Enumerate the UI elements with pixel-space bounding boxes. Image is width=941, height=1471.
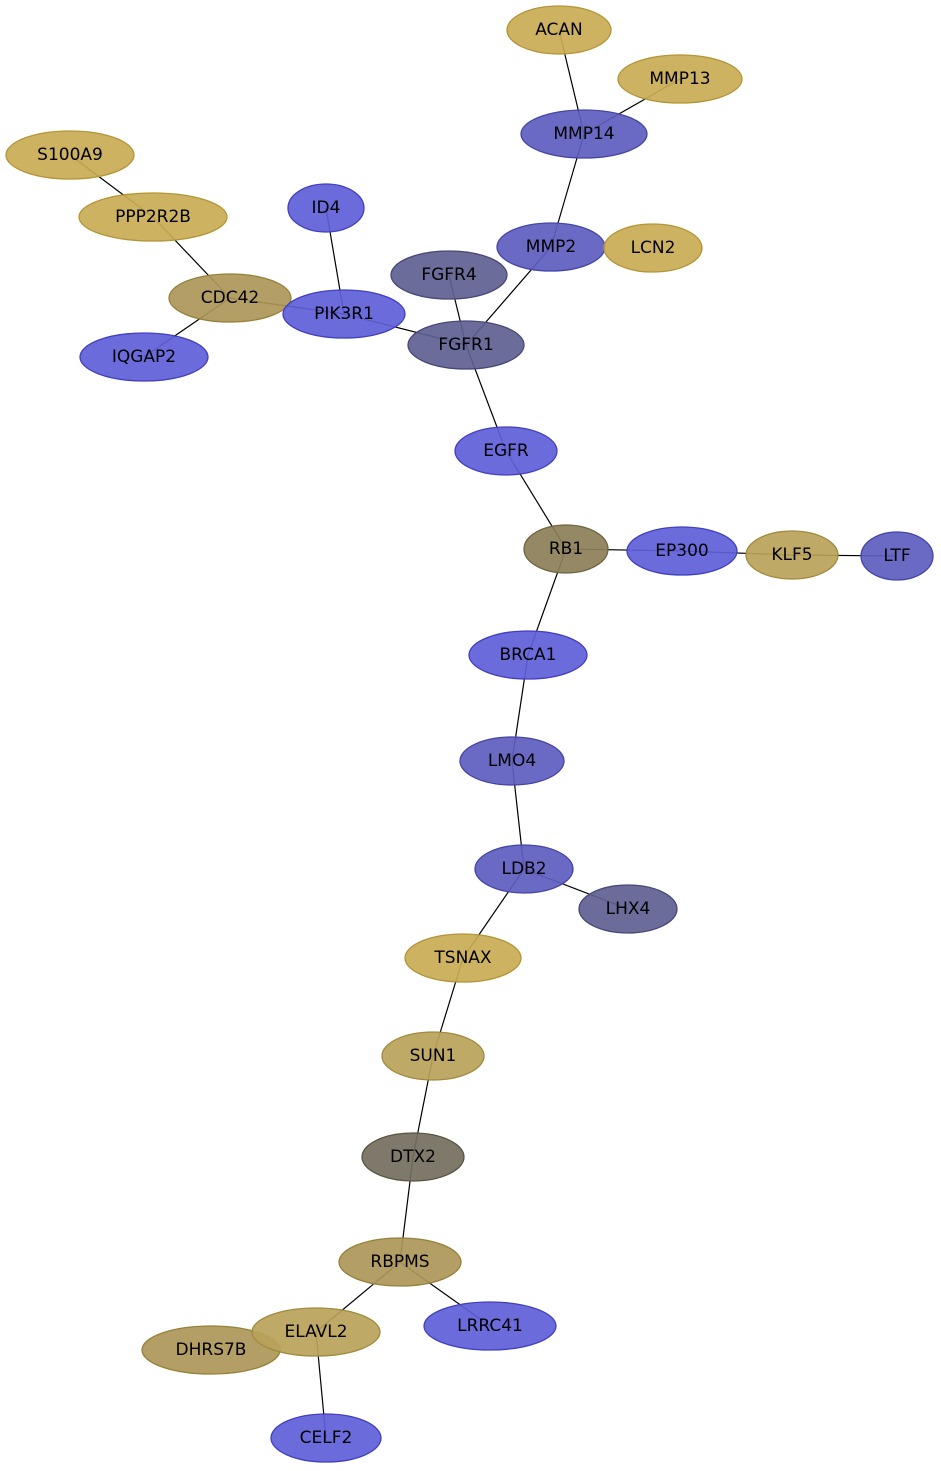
node-shape [282, 289, 406, 339]
node-elavl2[interactable]: ELAVL2 [251, 1307, 381, 1357]
node-shape [361, 1132, 465, 1182]
node-mmp14[interactable]: MMP14 [520, 109, 648, 159]
node-shape [78, 192, 228, 242]
node-pik3r1[interactable]: PIK3R1 [282, 289, 406, 339]
node-label: MMP2 [526, 237, 576, 257]
node-shape [79, 332, 209, 382]
node-ppp2r2b[interactable]: PPP2R2B [78, 192, 228, 242]
node-label: IQGAP2 [112, 347, 176, 367]
node-lcn2[interactable]: LCN2 [603, 223, 703, 273]
edges-layer [69, 29, 898, 1439]
node-brca1[interactable]: BRCA1 [468, 630, 588, 680]
node-shape [506, 5, 612, 55]
node-shape [381, 1031, 485, 1081]
node-shape [407, 320, 525, 370]
node-label: LDB2 [501, 859, 546, 879]
node-dtx2[interactable]: DTX2 [361, 1132, 465, 1182]
node-rbpms[interactable]: RBPMS [338, 1237, 462, 1287]
node-label: PIK3R1 [314, 304, 374, 324]
node-iqgap2[interactable]: IQGAP2 [79, 332, 209, 382]
node-shape [603, 223, 703, 273]
node-label: ACAN [535, 20, 583, 40]
node-shape [459, 736, 565, 786]
node-sun1[interactable]: SUN1 [381, 1031, 485, 1081]
node-label: ID4 [312, 198, 341, 218]
node-shape [404, 933, 522, 983]
node-tsnax[interactable]: TSNAX [404, 933, 522, 983]
node-shape [860, 531, 934, 581]
node-shape [270, 1413, 382, 1463]
node-label: RB1 [549, 539, 583, 559]
node-egfr[interactable]: EGFR [454, 426, 558, 476]
node-acan[interactable]: ACAN [506, 5, 612, 55]
node-label: LRRC41 [457, 1316, 523, 1336]
node-label: DTX2 [390, 1147, 436, 1167]
node-cdc42[interactable]: CDC42 [168, 273, 292, 323]
node-label: LHX4 [606, 899, 651, 919]
node-label: MMP13 [649, 69, 710, 89]
node-label: EP300 [655, 541, 708, 561]
node-label: TSNAX [433, 948, 492, 968]
node-shape [523, 524, 609, 574]
node-shape [474, 844, 574, 894]
node-label: MMP14 [553, 124, 614, 144]
node-label: ELAVL2 [284, 1322, 347, 1342]
node-label: PPP2R2B [115, 207, 191, 227]
node-label: CDC42 [201, 288, 259, 308]
node-ltf[interactable]: LTF [860, 531, 934, 581]
node-shape [251, 1307, 381, 1357]
node-mmp13[interactable]: MMP13 [617, 54, 743, 104]
node-rb1[interactable]: RB1 [523, 524, 609, 574]
node-shape [168, 273, 292, 323]
node-ldb2[interactable]: LDB2 [474, 844, 574, 894]
node-label: SUN1 [410, 1046, 457, 1066]
node-label: RBPMS [370, 1252, 429, 1272]
node-klf5[interactable]: KLF5 [745, 530, 839, 580]
node-id4[interactable]: ID4 [287, 183, 365, 233]
node-label: FGFR1 [438, 335, 493, 355]
node-shape [578, 884, 678, 934]
node-shape [423, 1301, 557, 1351]
node-label: CELF2 [300, 1428, 353, 1448]
node-shape [454, 426, 558, 476]
node-label: LTF [883, 546, 910, 566]
node-fgfr1[interactable]: FGFR1 [407, 320, 525, 370]
node-shape [626, 526, 738, 576]
node-label: S100A9 [37, 145, 103, 165]
node-ep300[interactable]: EP300 [626, 526, 738, 576]
node-shape [745, 530, 839, 580]
node-shape [338, 1237, 462, 1287]
node-mmp2[interactable]: MMP2 [496, 222, 606, 272]
node-shape [520, 109, 648, 159]
node-dhrs7b[interactable]: DHRS7B [141, 1325, 281, 1375]
node-label: EGFR [483, 441, 529, 461]
node-label: LMO4 [488, 751, 536, 771]
node-celf2[interactable]: CELF2 [270, 1413, 382, 1463]
node-shape [617, 54, 743, 104]
node-label: KLF5 [771, 545, 812, 565]
node-lrrc41[interactable]: LRRC41 [423, 1301, 557, 1351]
node-label: LCN2 [631, 238, 676, 258]
node-label: FGFR4 [421, 265, 476, 285]
node-label: DHRS7B [176, 1340, 247, 1360]
node-shape [390, 250, 508, 300]
node-label: BRCA1 [500, 645, 557, 665]
node-shape [287, 183, 365, 233]
node-fgfr4[interactable]: FGFR4 [390, 250, 508, 300]
node-shape [468, 630, 588, 680]
node-s100a9[interactable]: S100A9 [5, 130, 135, 180]
node-lmo4[interactable]: LMO4 [459, 736, 565, 786]
node-lhx4[interactable]: LHX4 [578, 884, 678, 934]
node-shape [5, 130, 135, 180]
